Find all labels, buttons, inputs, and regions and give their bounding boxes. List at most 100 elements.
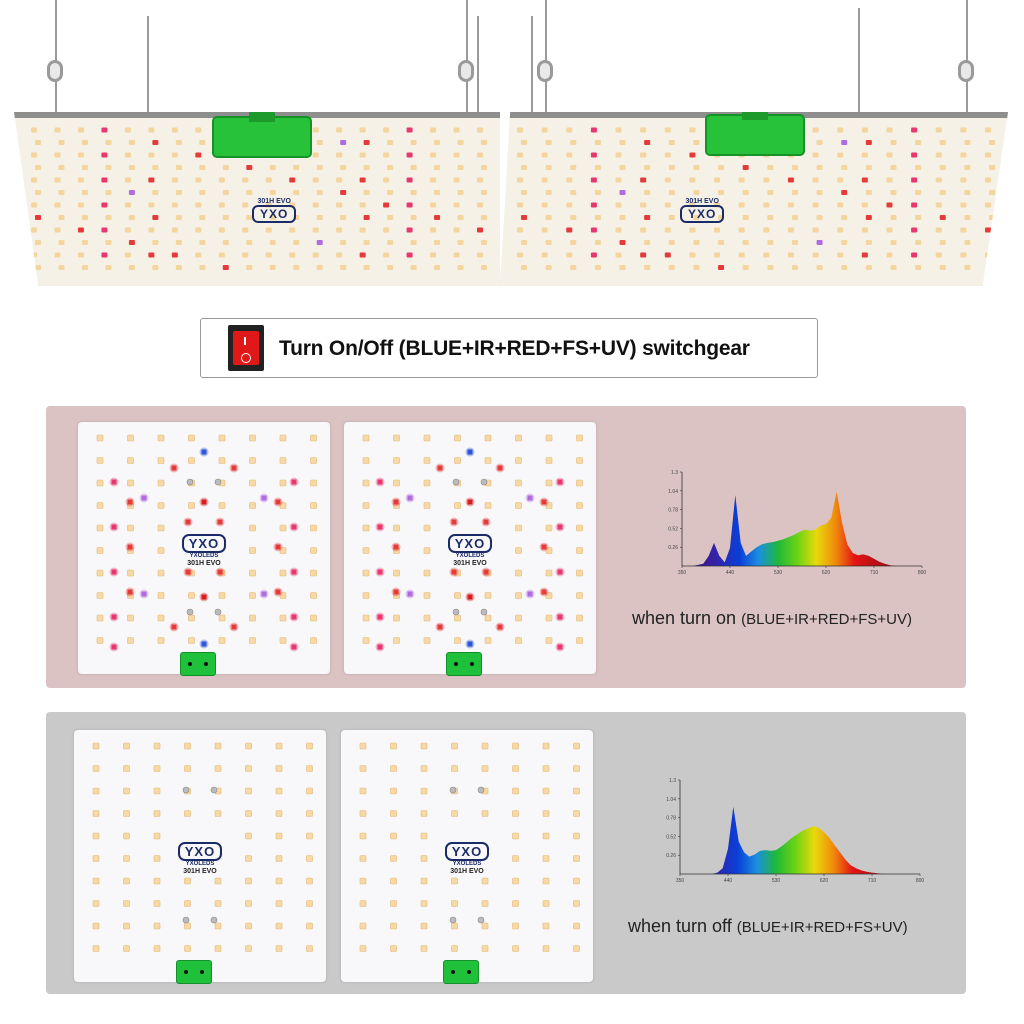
led-chip [594, 140, 601, 145]
panel-logo: YXO YXOLEDS 301H EVO [440, 534, 500, 567]
led-chip [689, 152, 696, 158]
led-chip [306, 945, 313, 952]
led-chip [841, 140, 848, 145]
y-tick-label: 1.3 [669, 778, 676, 784]
x-tick-label: 440 [726, 570, 735, 576]
led-chip [105, 240, 112, 245]
led-chip [58, 190, 65, 195]
led-chip [275, 877, 283, 885]
led-chip [157, 569, 165, 577]
led-chip-colored [557, 569, 563, 575]
led-chip [985, 227, 991, 233]
led-chip [644, 265, 651, 270]
led-chip [312, 252, 319, 258]
led-chip [316, 190, 323, 195]
led-chip [566, 227, 573, 233]
led-chip [742, 240, 749, 245]
led-chip [668, 140, 675, 145]
led-chip [123, 810, 130, 817]
sensor-component [186, 478, 194, 486]
led-grid-off [92, 742, 313, 952]
led-chip [340, 265, 347, 270]
led-chip [640, 252, 647, 258]
led-chip [359, 742, 367, 750]
led-chip [985, 252, 991, 258]
led-chip [153, 900, 161, 907]
led-chip [312, 227, 319, 233]
led-chip [340, 165, 347, 170]
led-chip-colored [393, 589, 399, 595]
led-chip [454, 502, 461, 509]
led-chip [96, 569, 104, 577]
led-chip-colored [467, 449, 473, 455]
led-chip [81, 215, 88, 220]
led-chip [693, 140, 700, 145]
led-chip [541, 252, 548, 258]
led-chip [861, 252, 868, 258]
spectrum-area [682, 491, 922, 566]
led-chip [148, 227, 155, 233]
led-chip [590, 227, 597, 233]
led-chip [127, 479, 134, 487]
led-chip [640, 152, 647, 158]
led-chip [837, 227, 844, 233]
led-chip [362, 569, 370, 577]
led-chip [935, 202, 942, 208]
x-tick-label: 530 [772, 878, 781, 884]
led-chip [434, 190, 441, 195]
on-label-spec: (BLUE+IR+RED+FS+UV) [741, 611, 912, 628]
led-chip [390, 855, 397, 862]
led-chip [423, 637, 431, 644]
led-chip [865, 215, 872, 220]
led-chip-colored [557, 644, 563, 650]
led-chip [576, 614, 583, 622]
led-chip [420, 765, 428, 772]
led-chip [454, 457, 461, 464]
led-chip [92, 765, 100, 772]
led-chip-colored [377, 524, 383, 530]
led-chip [515, 457, 522, 464]
led-chip [915, 240, 922, 245]
led-chip [576, 569, 583, 577]
led-chip [423, 524, 431, 532]
led-chip [477, 127, 483, 133]
led-chip [985, 177, 991, 183]
led-chip [453, 177, 460, 183]
sensor-component [182, 916, 190, 924]
led-chip [434, 140, 441, 145]
led-chip [199, 140, 206, 145]
led-chip [939, 190, 946, 195]
led-chip [573, 922, 580, 930]
led-chip [35, 240, 41, 245]
hanging-wire [531, 16, 533, 112]
led-chip [175, 165, 182, 170]
led-chip-colored [541, 589, 547, 595]
led-chip [383, 127, 390, 133]
led-chip [175, 265, 182, 270]
led-chip [184, 922, 191, 930]
led-chip [515, 502, 522, 509]
led-chip [454, 434, 461, 442]
led-chip [689, 227, 696, 233]
led-chip [218, 227, 225, 233]
led-chip [515, 524, 522, 532]
led-chip [423, 614, 431, 622]
led-chip [363, 240, 370, 245]
led-chip-colored [201, 641, 207, 647]
led-chip [420, 945, 428, 952]
led-chip [153, 742, 161, 750]
led-chip [275, 765, 283, 772]
led-chip [96, 434, 104, 442]
led-chip [171, 177, 178, 183]
led-chip [410, 215, 417, 220]
led-chip [279, 502, 287, 509]
led-chip [590, 202, 597, 208]
led-chip [812, 127, 819, 133]
led-chip [363, 190, 370, 195]
led-chip [157, 592, 165, 599]
led-chip [619, 215, 626, 220]
led-chip [542, 810, 550, 817]
led-chip [816, 265, 823, 270]
led-chip [434, 215, 441, 220]
